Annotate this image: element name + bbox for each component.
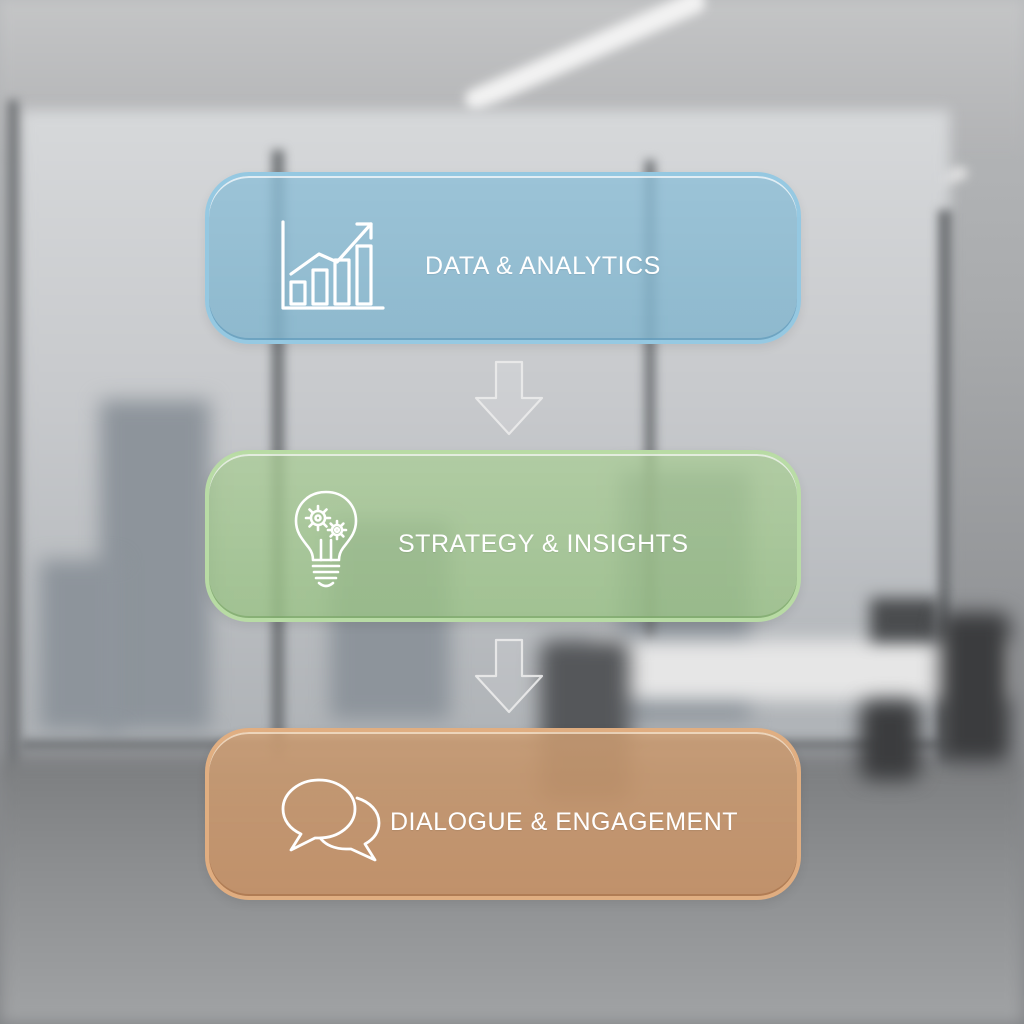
lightbulb-gears-icon	[294, 490, 358, 588]
step-card-strategy-insights: STRATEGY & INSIGHTS	[205, 450, 801, 622]
speech-bubbles-icon	[281, 778, 381, 862]
window-frame	[645, 160, 655, 640]
monitor	[870, 598, 940, 642]
down-arrow-icon	[474, 360, 544, 436]
step-label: DATA & ANALYTICS	[425, 252, 661, 280]
city-building	[40, 560, 120, 730]
office-chair	[860, 700, 920, 780]
step-card-dialogue-engagement: DIALOGUE & ENGAGEMENT	[205, 728, 801, 900]
step-label: DIALOGUE & ENGAGEMENT	[390, 808, 739, 836]
bar-chart-trend-icon	[281, 220, 385, 310]
step-card-data-analytics: DATA & ANALYTICS	[205, 172, 801, 344]
step-label: STRATEGY & INSIGHTS	[398, 530, 689, 558]
window-frame	[8, 100, 18, 780]
office-chair	[940, 612, 1010, 762]
down-arrow-icon	[474, 638, 544, 714]
